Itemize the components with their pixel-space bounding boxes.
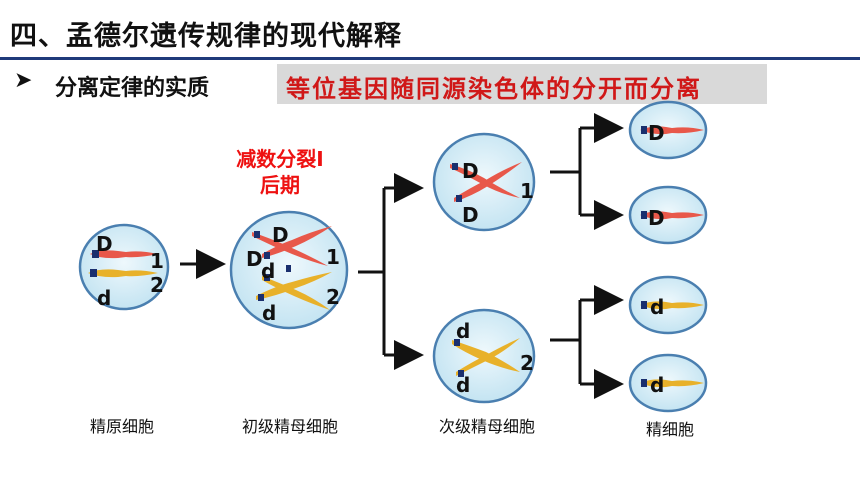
page-title: 四、孟德尔遗传规律的现代解释 [10, 21, 402, 52]
centromere-marker [286, 265, 291, 272]
sperm-cell-D-2: D [628, 185, 708, 245]
branch-arrows-1 [358, 173, 424, 370]
highlight-box [277, 64, 767, 104]
chromosome-number-1: 1 [520, 179, 534, 203]
caption-sperm: 精细胞 [645, 420, 694, 439]
gene-label-d: d [261, 259, 275, 283]
primary-spermatocyte-cell: D D d d 1 2 [229, 210, 349, 330]
section-subtitle: 分离定律的实质 [55, 76, 210, 101]
gene-label-d: d [456, 319, 470, 343]
spermatogonium-cell: D d 1 2 [78, 223, 170, 311]
chromosome-number-2: 2 [326, 285, 340, 309]
gene-label-d: d [650, 295, 664, 319]
phase-label: 减数分裂Ⅰ 后期 [210, 146, 350, 198]
caption-spermatogonium: 精原细胞 [89, 417, 154, 436]
caption-primary-spermatocyte: 初级精母细胞 [241, 417, 338, 436]
chromosome-yellow [88, 269, 158, 278]
title-underline [0, 57, 860, 60]
secondary-spermatocyte-cell-d: d d 2 [432, 308, 536, 404]
chromosome-red-pair [252, 226, 332, 266]
chromosome-number-2: 2 [150, 273, 164, 297]
gene-label-d: d [262, 301, 276, 325]
arrow-bullet-icon: ➤ [14, 68, 33, 93]
gene-label-d: d [97, 286, 111, 310]
gene-label-D: D [246, 247, 263, 271]
highlight-statement: 等位基因随同源染色体的分开而分离 [286, 74, 702, 103]
chromosome-number-2: 2 [520, 351, 534, 375]
phase-label-line1: 减数分裂Ⅰ [236, 147, 324, 171]
sperm-cell-d-2: d [628, 353, 708, 413]
sperm-cell-D-1: D [628, 100, 708, 160]
chromosome-red [90, 250, 158, 259]
branch-arrows-2 [550, 113, 624, 399]
phase-label-line2: 后期 [260, 173, 300, 197]
chromosome-yellow-pair [256, 272, 332, 310]
caption-secondary-spermatocyte: 次级精母细胞 [438, 417, 535, 436]
gene-label-D: D [648, 206, 665, 230]
gene-label-d: d [456, 373, 470, 397]
gene-label-D: D [272, 223, 289, 247]
gene-label-D: D [462, 203, 479, 227]
gene-label-d: d [650, 373, 664, 397]
gene-label-D: D [648, 121, 665, 145]
chromosome-number-1: 1 [326, 245, 340, 269]
gene-label-D: D [96, 232, 113, 256]
sperm-cell-d-1: d [628, 275, 708, 335]
gene-label-D: D [462, 159, 479, 183]
chromosome-number-1: 1 [150, 249, 164, 273]
secondary-spermatocyte-cell-D: D D 1 [432, 132, 536, 232]
title-bar: 四、孟德尔遗传规律的现代解释 [0, 0, 860, 60]
